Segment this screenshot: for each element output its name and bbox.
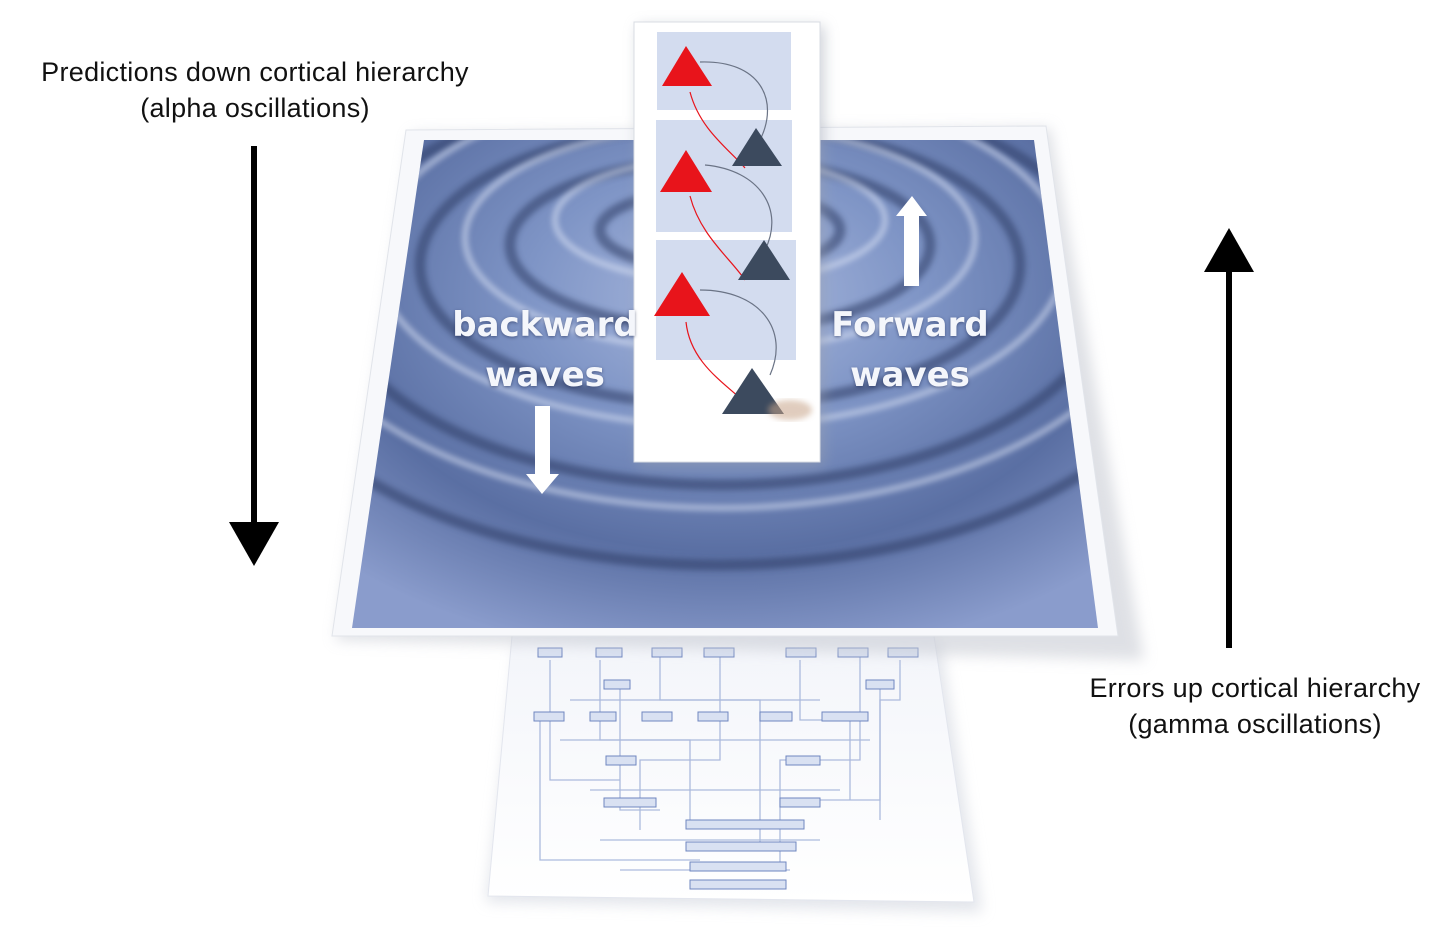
schematic-sheet	[486, 635, 982, 912]
predictions-caption: Predictions down cortical hierarchy (alp…	[0, 54, 510, 126]
errors-caption-line1: Errors up cortical hierarchy	[1089, 673, 1421, 703]
backward-waves-line1: backward	[452, 305, 638, 345]
forward-waves-label: Forward waves	[810, 300, 1010, 400]
down-arrow-icon	[229, 146, 279, 566]
backward-waves-line2: waves	[485, 355, 605, 395]
forward-waves-line1: Forward	[831, 305, 989, 345]
connections	[685, 61, 777, 399]
predictions-caption-line1: Predictions down cortical hierarchy	[41, 57, 469, 87]
network-column	[633, 21, 824, 466]
triangle-neuron-icon	[654, 46, 790, 414]
white-down-arrow-icon	[526, 406, 559, 494]
up-arrow-icon	[1204, 228, 1254, 648]
forward-waves-line2: waves	[850, 355, 970, 395]
errors-caption: Errors up cortical hierarchy (gamma osci…	[1060, 670, 1450, 742]
errors-caption-line2: (gamma oscillations)	[1128, 709, 1382, 739]
white-up-arrow-icon	[896, 196, 927, 286]
predictions-caption-line2: (alpha oscillations)	[140, 93, 370, 123]
backward-waves-label: backward waves	[440, 300, 650, 400]
